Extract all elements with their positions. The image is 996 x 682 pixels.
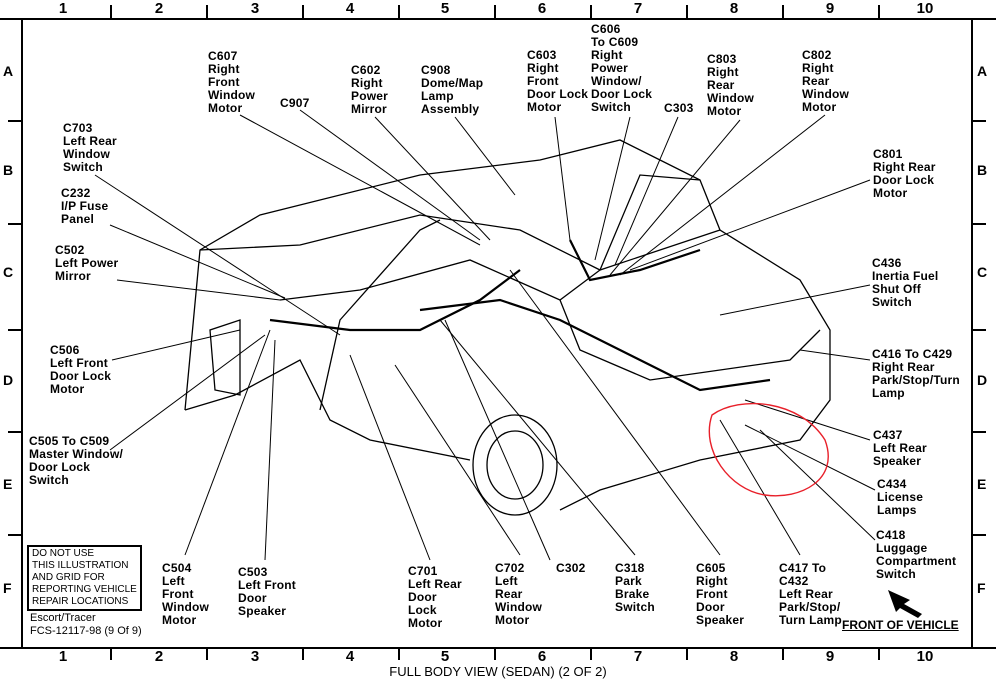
label-c504: C504 Left Front Window Motor	[162, 561, 210, 627]
diagram-title: FULL BODY VIEW (SEDAN) (2 OF 2)	[389, 664, 607, 679]
leader-lines	[94, 109, 876, 561]
label-c802: C802 Right Rear Window Motor	[802, 48, 850, 114]
col-4-bottom: 4	[345, 648, 355, 665]
col-8-top: 8	[729, 0, 739, 17]
col-9-bottom: 9	[825, 648, 835, 665]
col-7-top: 7	[633, 0, 643, 17]
row-c-right: C	[977, 264, 988, 280]
col-6-top: 6	[537, 0, 547, 17]
col-4-top: 4	[345, 0, 355, 17]
row-e-left: E	[3, 476, 13, 492]
label-c436: C436 Inertia Fuel Shut Off Switch	[872, 256, 939, 309]
row-e-right: E	[977, 476, 987, 492]
col-9-top: 9	[825, 0, 835, 17]
car-outline	[184, 139, 831, 516]
col-10-top: 10	[916, 0, 934, 17]
row-c-left: C	[3, 264, 14, 280]
warning-box: DO NOT USE THIS ILLUSTRATION AND GRID FO…	[27, 545, 142, 611]
figure-caption: Escort/Tracer FCS-12117-98 (9 Of 9)	[30, 612, 142, 638]
label-c434: C434 License Lamps	[877, 477, 924, 517]
label-c416: C416 To C429 Right Rear Park/Stop/Turn L…	[872, 347, 960, 400]
label-c417: C417 To C432 Left Rear Park/Stop/ Turn L…	[779, 561, 842, 627]
label-c437: C437 Left Rear Speaker	[873, 428, 927, 468]
col-10-bottom: 10	[916, 648, 934, 665]
label-c607: C607 Right Front Window Motor	[208, 49, 256, 115]
row-a-left: A	[3, 63, 14, 79]
row-d-left: D	[3, 372, 14, 388]
label-c702: C702 Left Rear Window Motor	[495, 561, 543, 627]
label-c605: C605 Right Front Door Speaker	[696, 561, 745, 627]
col-5-top: 5	[440, 0, 450, 17]
model-name: Escort/Tracer	[30, 612, 96, 624]
col-6-bottom: 6	[537, 648, 547, 665]
label-c502: C502 Left Power Mirror	[55, 243, 119, 283]
col-1-bottom: 1	[58, 648, 68, 665]
label-c503: C503 Left Front Door Speaker	[238, 565, 296, 618]
col-8-bottom: 8	[729, 648, 739, 665]
label-c232: C232 I/P Fuse Panel	[61, 186, 109, 226]
col-1-top: 1	[58, 0, 68, 17]
label-c318: C318 Park Brake Switch	[615, 561, 655, 614]
label-c505: C505 To C509 Master Window/ Door Lock Sw…	[29, 434, 124, 487]
label-c603: C603 Right Front Door Lock Motor	[527, 48, 589, 114]
row-d-right: D	[977, 372, 988, 388]
label-c701: C701 Left Rear Door Lock Motor	[408, 564, 462, 630]
label-c703: C703 Left Rear Window Switch	[63, 121, 117, 174]
figure-id: FCS-12117-98 (9 Of 9)	[30, 625, 142, 637]
col-5-bottom: 5	[440, 648, 450, 665]
col-2-top: 2	[154, 0, 164, 17]
col-3-bottom: 3	[250, 648, 260, 665]
label-c302: C302	[556, 561, 586, 575]
label-c602: C602 Right Power Mirror	[351, 63, 389, 116]
col-2-bottom: 2	[154, 648, 164, 665]
red-annotation-circle	[708, 403, 829, 497]
col-7-bottom: 7	[633, 648, 643, 665]
label-c506: C506 Left Front Door Lock Motor	[50, 343, 112, 396]
row-b-left: B	[3, 162, 14, 178]
grid-frame	[0, 5, 996, 660]
label-c418: C418 Luggage Compartment Switch	[876, 528, 957, 581]
front-arrow-icon	[888, 590, 922, 618]
label-c303: C303	[664, 101, 694, 115]
label-c606: C606 To C609 Right Power Window/ Door Lo…	[591, 22, 653, 114]
label-c803: C803 Right Rear Window Motor	[707, 52, 755, 118]
front-of-vehicle-label: FRONT OF VEHICLE	[842, 618, 959, 632]
row-a-right: A	[977, 63, 988, 79]
label-c908: C908 Dome/Map Lamp Assembly	[421, 63, 484, 116]
label-c801: C801 Right Rear Door Lock Motor	[873, 147, 936, 200]
row-f-right: F	[977, 580, 986, 596]
row-b-right: B	[977, 162, 988, 178]
col-3-top: 3	[250, 0, 260, 17]
label-c907: C907	[280, 96, 310, 110]
row-f-left: F	[3, 580, 12, 596]
